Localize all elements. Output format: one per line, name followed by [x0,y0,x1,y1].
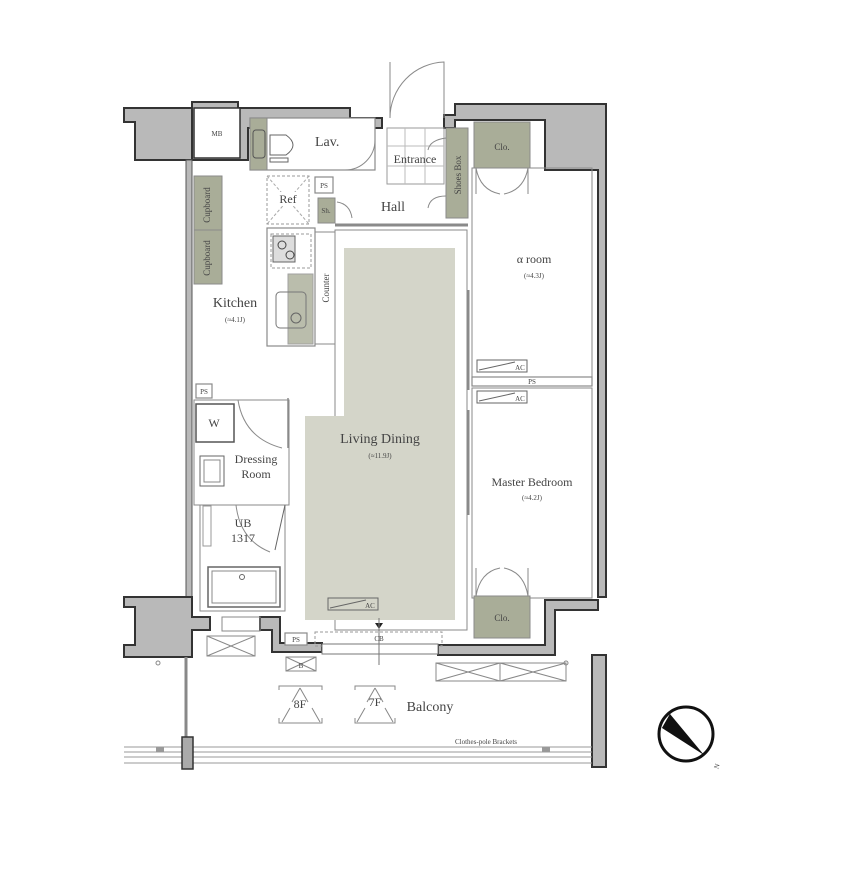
lavatory: Lav. [249,117,376,171]
compass-label: N [712,763,721,770]
lav-label: Lav. [315,135,339,150]
master-bedroom: AC Master Bedroom (≈4.2J) Clo. [471,387,593,639]
shoes-box [445,127,469,219]
hall: PS Sh. Hall [314,176,468,227]
shoes-box-label: Shoes Box [453,155,463,194]
window-cb: CB PS [221,616,443,665]
counter-label: Counter [321,274,331,303]
entry-door-swing [389,61,445,119]
b-label: B [299,662,304,670]
master-bedroom-label: Master Bedroom [492,475,574,489]
dressing-room-label-1: Dressing [235,452,278,466]
alpha-room: Clo. α room (≈4.3J) AC [471,121,593,379]
ac-alpha-label: AC [515,364,525,372]
master-bedroom-area: (≈4.2J) [522,494,543,502]
ac-living-label: AC [365,602,375,610]
sh-label: Sh. [321,207,330,215]
washer-space [195,403,235,443]
entrance-label: Entrance [394,152,437,166]
wet-areas: PS W Dressing Room UB 1317 [193,383,290,612]
cupboard-lower-label: Cupboard [202,240,212,276]
evac-hatch-7f: 7F [354,685,396,724]
entrance: Entrance Shoes Box [386,61,469,219]
living-dining-label: Living Dining [340,432,420,447]
washer-label: W [208,416,220,430]
stove-icon [270,233,312,269]
cupboard-upper-label: Cupboard [202,187,212,223]
living-dining: Living Dining (≈11.9J) AC [305,229,470,631]
living-dining-area: (≈11.9J) [368,452,392,460]
ps-hall-label: PS [320,182,328,190]
hall-label: Hall [381,200,405,215]
closet-bottom [473,595,531,639]
closet-top [473,121,531,169]
sink-icon [252,129,266,159]
kitchen: Cupboard Cupboard Ref Counter Kitchen (≈… [193,175,336,347]
ps-balcony-label: PS [292,636,300,644]
evac-hatch-8f: 8F [278,685,323,724]
kitchen-area: (≈4.1J) [225,316,246,324]
ub-label-2: 1317 [231,531,255,545]
mb-closet: MB [193,107,241,159]
outdoor-unit-left [206,635,256,657]
hatch-8f-label: 8F [294,697,307,711]
refrigerator-space [266,175,310,225]
hatch-7f-label: 7F [369,695,382,709]
bathtub-icon [207,566,281,608]
balcony: B 8F 7F Balcony Clothes-pole Brackets [124,635,592,770]
alpha-room-label: α room [517,252,552,266]
ps-strip: PS [471,376,593,387]
toilet-icon [269,134,294,156]
alpha-room-area: (≈4.3J) [524,272,545,280]
ac-master-label: AC [515,395,525,403]
balcony-label: Balcony [407,700,454,715]
ps-kitchen-label: PS [200,388,208,396]
clothes-pole-label: Clothes-pole Brackets [455,738,517,746]
outdoor-unit-right [435,662,567,682]
compass: N [657,705,722,770]
kitchen-sink-icon [275,291,307,329]
clo-bottom-label: Clo. [494,613,509,623]
ps-mid-label: PS [528,378,536,386]
kitchen-label: Kitchen [213,296,257,311]
dressing-room-label-2: Room [241,467,271,481]
mb-label: MB [212,130,223,138]
ub-label-1: UB [235,516,252,530]
ref-label: Ref [279,192,296,206]
clo-top-label: Clo. [494,142,509,152]
balcony-railing [124,746,592,764]
